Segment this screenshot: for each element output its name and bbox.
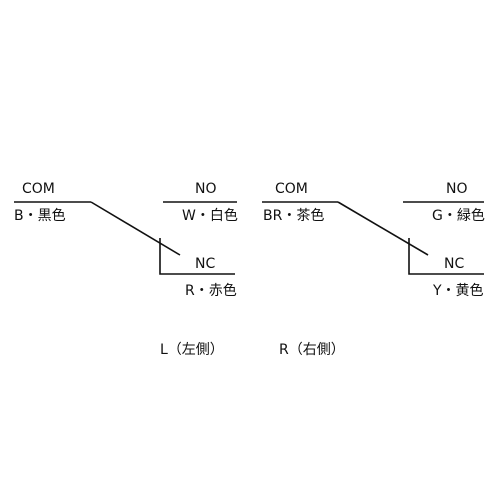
no-wire-left: W・白色 [182,207,238,224]
nc-wire-left: R・赤色 [185,282,237,299]
switch-left: COM B・黒色 NO W・白色 NC R・赤色 L（左側） [14,181,238,358]
com-wire-right: BR・茶色 [263,207,324,224]
no-wire-right: G・緑色 [432,207,485,224]
com-label-right: COM [275,181,308,197]
no-label-right: NO [446,181,468,197]
no-label-left: NO [195,181,217,197]
nc-bracket-right [408,238,484,275]
caption-left: L（左側） [160,342,224,358]
nc-bracket-left [159,238,235,275]
caption-right: R（右側） [279,342,345,358]
nc-label-left: NC [195,256,215,272]
nc-label-right: NC [444,256,464,272]
com-wire-left: B・黒色 [14,207,66,224]
lever-right [337,201,429,256]
nc-wire-right: Y・黄色 [432,282,484,299]
lever-left [90,201,181,256]
com-label-left: COM [22,181,55,197]
switch-right: COM BR・茶色 NO G・緑色 NC Y・黄色 R（右側） [262,181,485,358]
